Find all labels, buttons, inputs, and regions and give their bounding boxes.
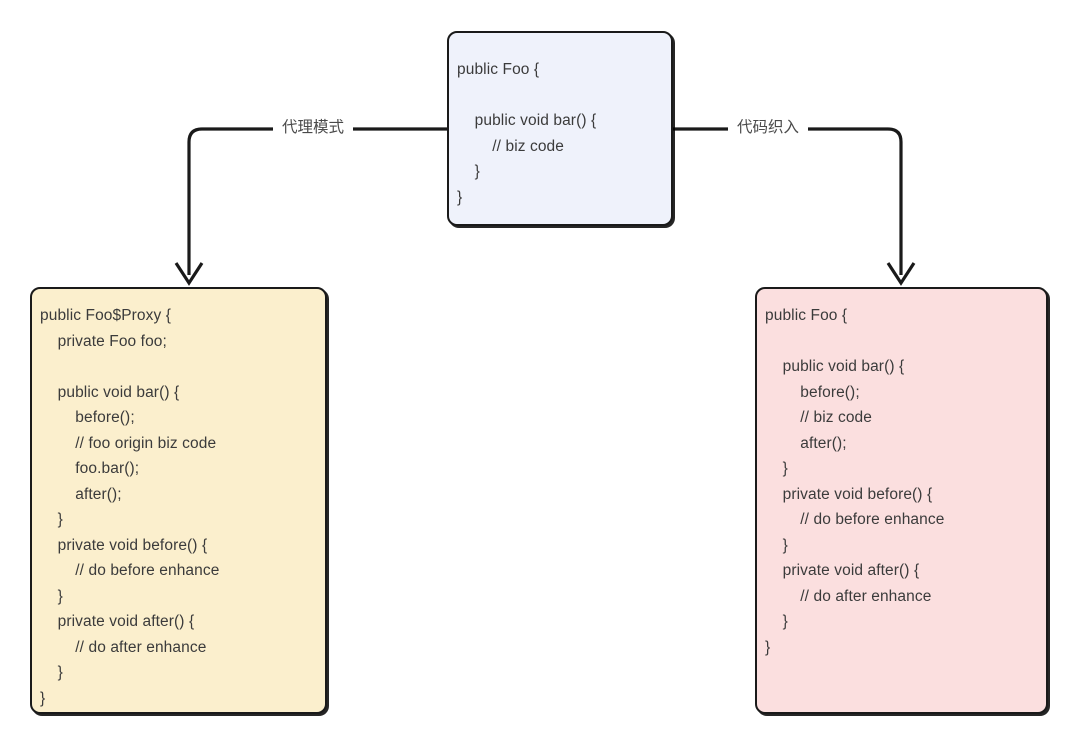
node-original-code: public Foo { public void bar() { // biz … [457, 61, 597, 206]
node-proxy-class[interactable]: public Foo$Proxy { private Foo foo; publ… [30, 287, 327, 714]
edge-label-proxy-pattern: 代理模式 [273, 119, 354, 137]
edge-left-path [187, 127, 447, 275]
edge-right-arrowhead [886, 262, 916, 286]
edge-right-path [673, 127, 903, 275]
edge-left-arrowhead [174, 262, 204, 286]
node-proxy-code: public Foo$Proxy { private Foo foo; publ… [40, 307, 220, 707]
node-weave-code: public Foo { public void bar() { before(… [765, 307, 945, 656]
edge-label-code-weaving: 代码织入 [728, 119, 809, 137]
node-weave-class[interactable]: public Foo { public void bar() { before(… [755, 287, 1048, 714]
node-original-class[interactable]: public Foo { public void bar() { // biz … [447, 31, 673, 226]
